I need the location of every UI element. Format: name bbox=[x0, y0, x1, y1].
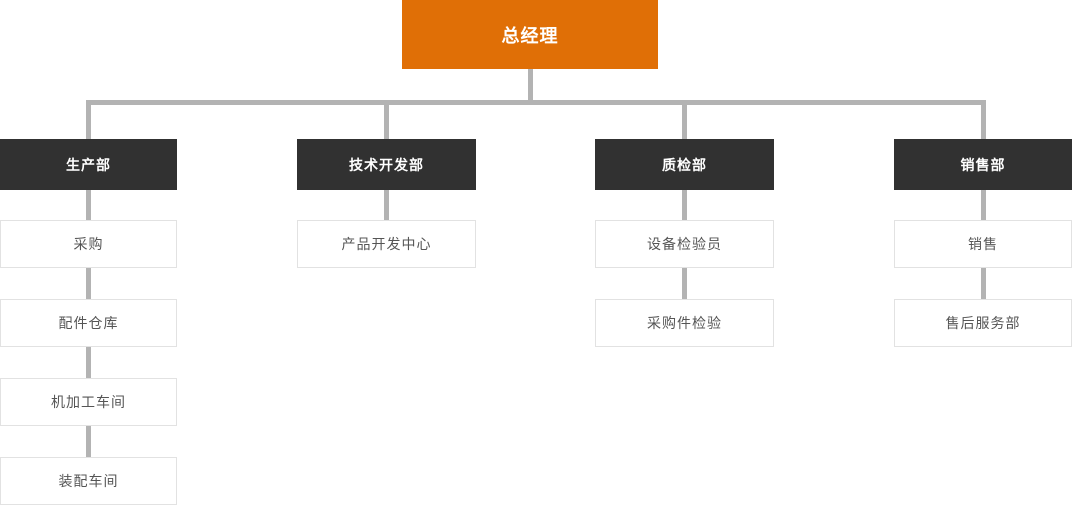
child-node-after-sales-service: 售后服务部 bbox=[894, 299, 1072, 347]
child-node-label: 机加工车间 bbox=[51, 394, 126, 410]
child-node-parts-warehouse: 配件仓库 bbox=[0, 299, 177, 347]
child-node-equipment-inspector: 设备检验员 bbox=[595, 220, 774, 268]
child-node-label: 售后服务部 bbox=[945, 315, 1021, 331]
child-node-label: 产品开发中心 bbox=[341, 236, 432, 252]
connector-machining-assembly bbox=[86, 426, 91, 457]
connector-dept-quality bbox=[682, 103, 687, 139]
connector-equipment-purchased-parts bbox=[682, 268, 687, 299]
child-node-label: 设备检验员 bbox=[647, 236, 722, 252]
child-node-purchased-parts-inspection: 采购件检验 bbox=[595, 299, 774, 347]
connector-dept-production bbox=[86, 103, 91, 139]
connector-horizontal-rail bbox=[86, 100, 986, 105]
root-node-label: 总经理 bbox=[501, 25, 559, 46]
child-node-machining-workshop: 机加工车间 bbox=[0, 378, 177, 426]
connector-tech-product-center bbox=[384, 190, 389, 220]
dept-node-label: 技术开发部 bbox=[349, 156, 424, 173]
child-node-purchasing: 采购 bbox=[0, 220, 177, 268]
connector-purchasing-warehouse bbox=[86, 268, 91, 299]
connector-dept-sales bbox=[981, 103, 986, 139]
connector-warehouse-machining bbox=[86, 347, 91, 378]
connector-dept-tech bbox=[384, 103, 389, 139]
child-node-product-dev-center: 产品开发中心 bbox=[297, 220, 476, 268]
dept-node-label: 生产部 bbox=[66, 156, 111, 173]
connector-quality-equipment bbox=[682, 190, 687, 220]
connector-sales-dept-sales bbox=[981, 190, 986, 220]
connector-production-purchasing bbox=[86, 190, 91, 220]
dept-node-label: 质检部 bbox=[662, 156, 707, 173]
root-node-general-manager: 总经理 bbox=[402, 0, 658, 69]
dept-node-sales: 销售部 bbox=[894, 139, 1072, 190]
dept-node-quality-inspection: 质检部 bbox=[595, 139, 774, 190]
dept-node-tech-development: 技术开发部 bbox=[297, 139, 476, 190]
child-node-label: 装配车间 bbox=[58, 473, 119, 489]
connector-root-stub bbox=[528, 69, 533, 101]
dept-node-production: 生产部 bbox=[0, 139, 177, 190]
child-node-label: 配件仓库 bbox=[58, 315, 119, 331]
child-node-assembly-workshop: 装配车间 bbox=[0, 457, 177, 505]
child-node-label: 销售 bbox=[968, 236, 998, 252]
child-node-sales: 销售 bbox=[894, 220, 1072, 268]
connector-sales-after-sales bbox=[981, 268, 986, 299]
child-node-label: 采购件检验 bbox=[647, 315, 722, 331]
dept-node-label: 销售部 bbox=[960, 156, 1006, 173]
child-node-label: 采购 bbox=[73, 236, 104, 252]
